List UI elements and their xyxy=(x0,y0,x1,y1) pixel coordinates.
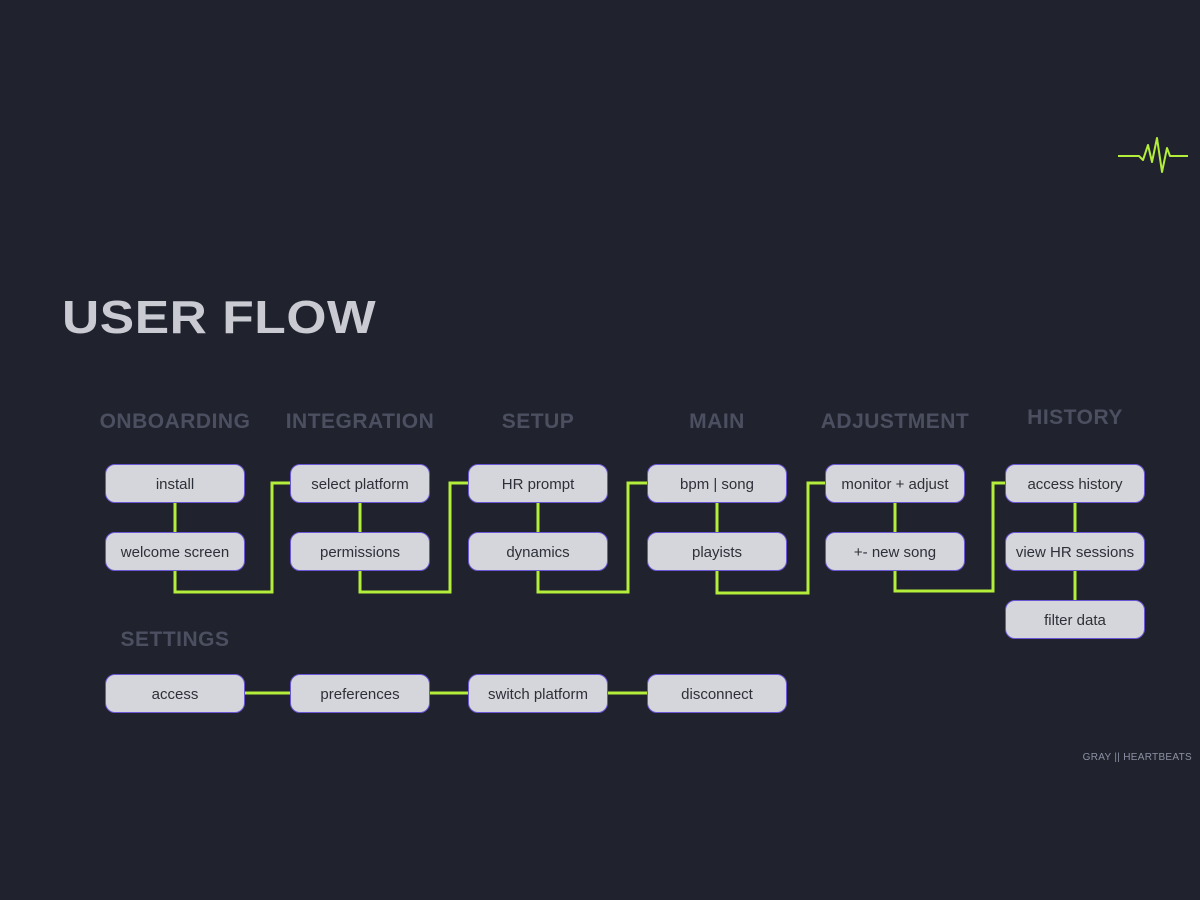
node-permissions: permissions xyxy=(290,532,430,571)
column-header-onboarding: ONBOARDING xyxy=(99,410,251,433)
column-header-history: HISTORY xyxy=(1027,406,1123,429)
heartbeat-icon xyxy=(1118,137,1188,173)
node-hr-prompt: HR prompt xyxy=(468,464,608,503)
node-select-platform: select platform xyxy=(290,464,430,503)
settings-header: SETTINGS xyxy=(120,628,230,651)
node-new-song: +- new song xyxy=(825,532,965,571)
connector-integration-to-setup xyxy=(358,481,472,594)
connector-main-to-adjustment xyxy=(715,481,829,595)
column-header-adjustment: ADJUSTMENT xyxy=(820,410,970,433)
node-preferences: preferences xyxy=(290,674,430,713)
node-install: install xyxy=(105,464,245,503)
node-bpm-song: bpm | song xyxy=(647,464,787,503)
node-disconnect: disconnect xyxy=(647,674,787,713)
node-monitor-adjust: monitor + adjust xyxy=(825,464,965,503)
node-view-hr-sessions: view HR sessions xyxy=(1005,532,1145,571)
node-filter-data: filter data xyxy=(1005,600,1145,639)
page-title: USER FLOW xyxy=(62,291,377,343)
node-welcome-screen: welcome screen xyxy=(105,532,245,571)
column-header-setup: SETUP xyxy=(501,410,575,433)
column-header-integration: INTEGRATION xyxy=(285,410,435,433)
connector-onboarding-to-integration xyxy=(173,481,294,594)
connector-setup-to-main xyxy=(536,481,651,594)
connector-adjustment-to-history xyxy=(893,481,1009,593)
node-dynamics: dynamics xyxy=(468,532,608,571)
credit-text: GRAY || HEARTBEATS xyxy=(1082,752,1192,763)
node-access-history: access history xyxy=(1005,464,1145,503)
node-switch-platform: switch platform xyxy=(468,674,608,713)
node-playists: playists xyxy=(647,532,787,571)
node-access: access xyxy=(105,674,245,713)
column-header-main: MAIN xyxy=(689,410,745,433)
